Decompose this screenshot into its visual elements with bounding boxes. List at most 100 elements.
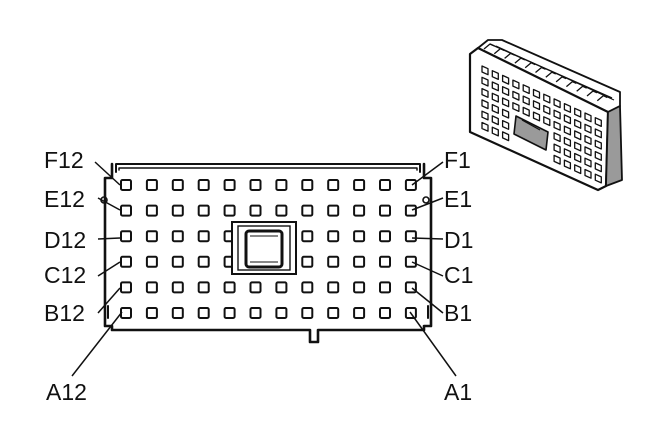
pin-cavity	[353, 281, 366, 294]
label-b1: B1	[444, 300, 472, 326]
pin-cavity	[249, 179, 262, 191]
perspective-cell	[491, 81, 499, 92]
pin-cavity	[301, 281, 314, 294]
pin-cavity	[404, 179, 417, 191]
pin-cavity	[379, 204, 391, 217]
pin-cavity	[197, 230, 210, 243]
perspective-cell	[481, 76, 489, 87]
perspective-cell	[491, 103, 499, 114]
pin-cavity	[301, 307, 314, 319]
pin-cavity	[171, 281, 184, 294]
top-rib	[586, 90, 598, 97]
perspective-cell	[574, 107, 582, 118]
label-c12: C12	[44, 262, 86, 288]
perspective-cell	[584, 123, 592, 134]
top-rib	[545, 71, 557, 78]
pin-cavity	[197, 255, 210, 268]
pin-cavity	[379, 230, 391, 243]
pin-cavity	[353, 230, 366, 243]
pin-cavity	[249, 307, 262, 319]
label-e1: E1	[444, 186, 472, 212]
top-rib	[565, 80, 577, 88]
pin-cavity	[197, 281, 210, 294]
perspective-cell	[501, 97, 510, 108]
pin-cavity	[171, 230, 184, 243]
top-rib	[514, 57, 526, 64]
pin-cavity	[301, 179, 314, 191]
perspective-cell	[594, 150, 602, 161]
label-d1: D1	[444, 227, 473, 253]
pin-cavity	[301, 204, 314, 217]
pin-cavity	[145, 307, 158, 319]
pin-cavity	[275, 204, 288, 217]
perspective-cell	[574, 152, 582, 163]
left-pin-labels: F12 E12 D12 C12 B12 A12	[44, 147, 87, 405]
perspective-cell	[563, 159, 572, 170]
top-rib	[555, 76, 567, 83]
perspective-cell	[481, 87, 489, 98]
perspective-cell	[491, 92, 499, 103]
perspective-cell	[501, 74, 510, 85]
pin-cavity	[327, 307, 340, 319]
pin-cavity	[171, 307, 184, 319]
pin-cavity	[145, 204, 158, 217]
pin-cavity	[197, 179, 210, 191]
pin-cavity	[145, 255, 158, 268]
perspective-cell	[584, 157, 592, 168]
perspective-cell	[584, 168, 592, 179]
center-key-icon	[231, 221, 297, 275]
top-rib	[535, 66, 546, 73]
perspective-cell	[543, 93, 551, 104]
pin-cavity	[379, 179, 391, 191]
perspective-cell	[532, 88, 541, 99]
top-rib	[576, 85, 587, 92]
pin-cavity	[120, 255, 132, 268]
pin-cavity	[171, 179, 184, 191]
right-pin-labels: F1 E1 D1 C1 B1 A1	[444, 147, 473, 405]
pin-cavity	[120, 179, 132, 191]
pin-cavity	[275, 179, 288, 191]
top-rib	[493, 48, 505, 55]
perspective-cell	[594, 139, 602, 150]
connector-top-ribs	[483, 43, 608, 102]
pin-cavity	[327, 204, 340, 217]
top-rib	[596, 95, 608, 102]
perspective-cell	[594, 162, 602, 173]
perspective-cell	[553, 143, 561, 154]
pin-cavity	[404, 204, 417, 217]
pin-cavity	[327, 255, 340, 268]
pin-cavity	[379, 307, 391, 319]
pin-cavity	[223, 179, 236, 191]
pin-cavity	[327, 281, 340, 294]
label-d12: D12	[44, 227, 86, 253]
label-e12: E12	[44, 186, 85, 212]
pin-cavity	[301, 255, 314, 268]
perspective-cell	[553, 109, 561, 120]
perspective-cell	[553, 154, 561, 165]
perspective-cell	[563, 114, 572, 125]
pin-cavity	[353, 255, 366, 268]
connector-perspective-cells	[481, 65, 602, 184]
pin-cavity	[223, 307, 236, 319]
perspective-cell	[553, 132, 561, 143]
label-f12: F12	[44, 147, 84, 173]
pin-cavity	[223, 204, 236, 217]
top-rib	[483, 43, 495, 50]
pin-cavity	[249, 281, 262, 294]
perspective-cell	[481, 99, 489, 110]
perspective-cell	[543, 104, 551, 115]
right-leader-lines	[409, 161, 457, 377]
perspective-cell	[563, 125, 572, 136]
perspective-cell	[491, 126, 499, 137]
pin-cavity	[145, 179, 158, 191]
perspective-cell	[532, 111, 541, 122]
perspective-cell	[481, 110, 489, 121]
perspective-cell	[532, 100, 541, 111]
left-leader-lines	[71, 161, 123, 377]
pin-cavity	[120, 281, 132, 294]
pin-cavity	[379, 255, 391, 268]
pin-cavity	[223, 281, 236, 294]
perspective-cell	[491, 70, 499, 81]
label-c1: C1	[444, 262, 473, 288]
perspective-cell	[481, 121, 489, 132]
